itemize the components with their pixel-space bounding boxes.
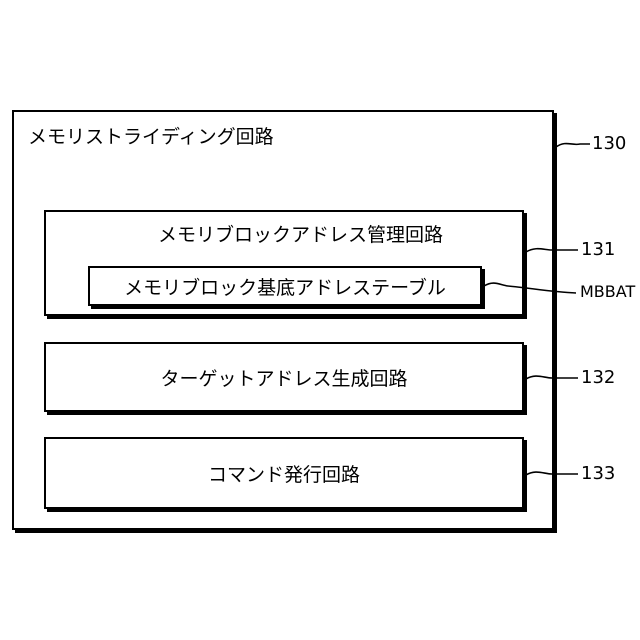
ref-label-132: 132 [581, 369, 615, 387]
leader-132 [526, 376, 578, 379]
ref-label-130: 130 [592, 135, 626, 153]
ref-label-131: 131 [581, 241, 615, 259]
leader-130 [556, 143, 590, 147]
leader-133 [526, 472, 578, 475]
leader-131 [526, 249, 578, 252]
leader-mbbat [484, 283, 576, 293]
ref-label-mbbat: MBBAT [580, 284, 635, 300]
ref-label-133: 133 [581, 465, 615, 483]
